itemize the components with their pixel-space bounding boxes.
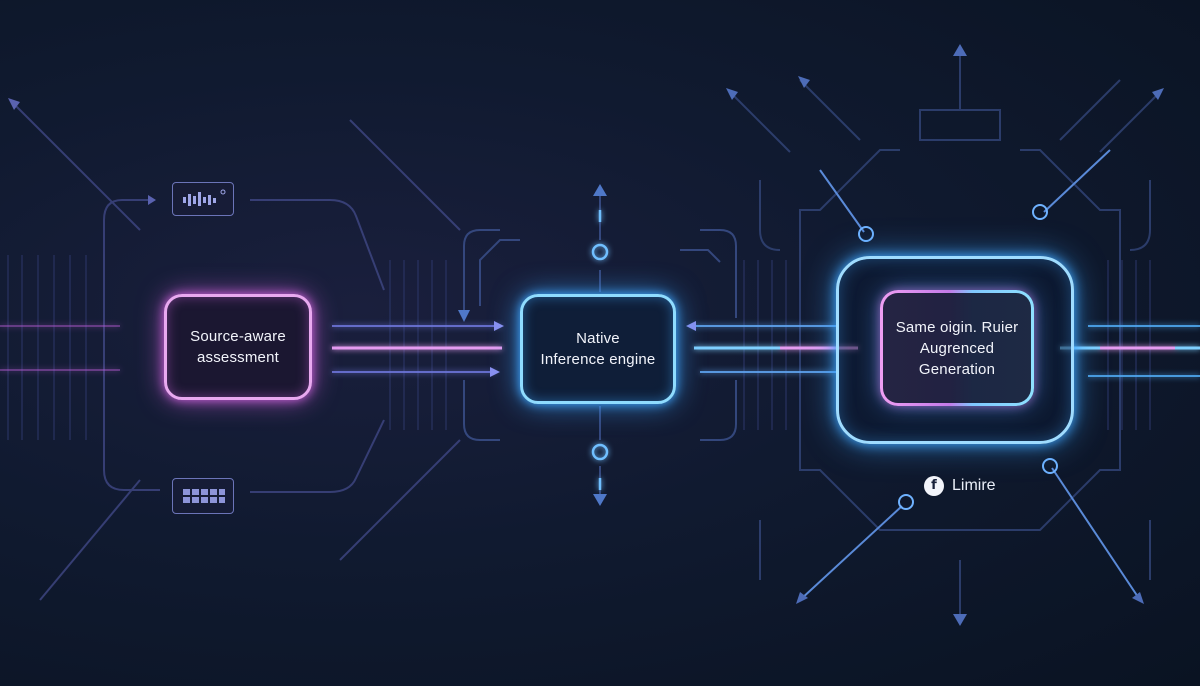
brand-logo: f Limire xyxy=(924,474,996,498)
brand-icon: f xyxy=(924,476,944,496)
brand-name: Limire xyxy=(952,477,996,494)
circuit-traces-middle xyxy=(463,190,737,500)
node-augmented-generation: Same oigin. Ruier Augrenced Generation xyxy=(880,290,1034,406)
middle-arrowheads xyxy=(458,184,607,506)
circuit-traces-right xyxy=(729,50,1161,620)
node-source-aware-assessment: Source-aware assessment xyxy=(164,294,312,400)
node-native-inference-engine: Native Inference engine xyxy=(520,294,676,404)
waveform-icon xyxy=(172,182,234,216)
right-arrowheads xyxy=(726,44,1164,626)
right-diagonal-arrow-circles xyxy=(858,204,1058,510)
right-diagonal-arrows xyxy=(799,149,1141,601)
flow-arrowheads xyxy=(490,321,696,377)
arrowheads-left xyxy=(8,98,156,205)
circuit-traces-left xyxy=(9,99,461,601)
keyboard-icon xyxy=(172,478,234,514)
node-label: Native Inference engine xyxy=(540,330,656,368)
vertical-stripes xyxy=(7,255,1151,440)
node-label: Source-aware assessment xyxy=(190,328,286,366)
node-label: Same oigin. Ruier Augrenced Generation xyxy=(895,318,1019,378)
middle-connectors xyxy=(591,210,609,490)
